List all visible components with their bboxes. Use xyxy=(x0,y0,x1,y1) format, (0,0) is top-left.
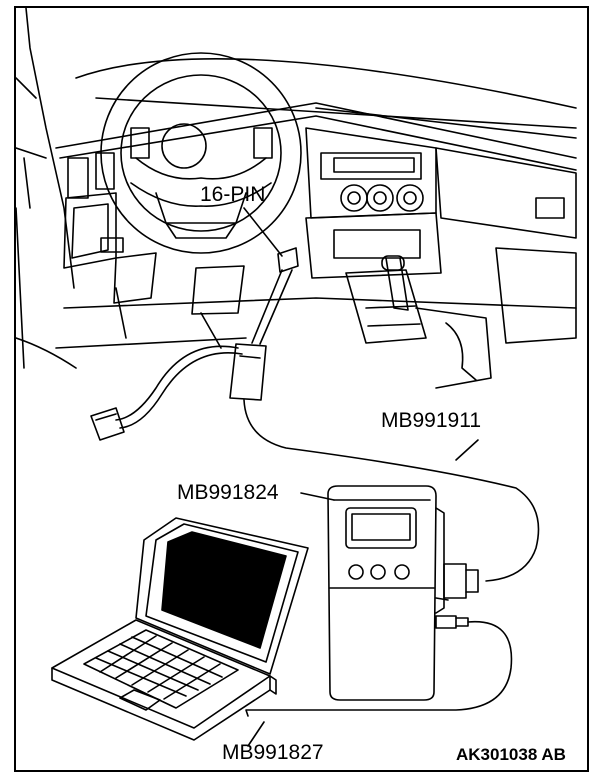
connector-label: 16-PIN xyxy=(200,183,266,206)
diagram-frame: 16-PIN MB991911 MB991824 MB991827 AK3010… xyxy=(14,6,589,772)
interface-mb991824-label: MB991824 xyxy=(177,481,279,504)
figure-id: AK301038 AB xyxy=(456,745,566,764)
cable-mb991827-label: MB991827 xyxy=(222,741,324,764)
cable-mb991911-label: MB991911 xyxy=(381,409,482,432)
adapter-cable xyxy=(90,207,540,582)
vci-device xyxy=(327,485,479,701)
diagram-drawing xyxy=(16,8,577,747)
leader-mb991824 xyxy=(300,492,335,501)
usb-cable xyxy=(245,620,513,717)
steering-wheel xyxy=(100,52,302,254)
laptop xyxy=(51,517,309,741)
leader-mb991911 xyxy=(455,439,479,461)
dashboard xyxy=(16,8,577,389)
leader-mb991827 xyxy=(247,721,265,747)
